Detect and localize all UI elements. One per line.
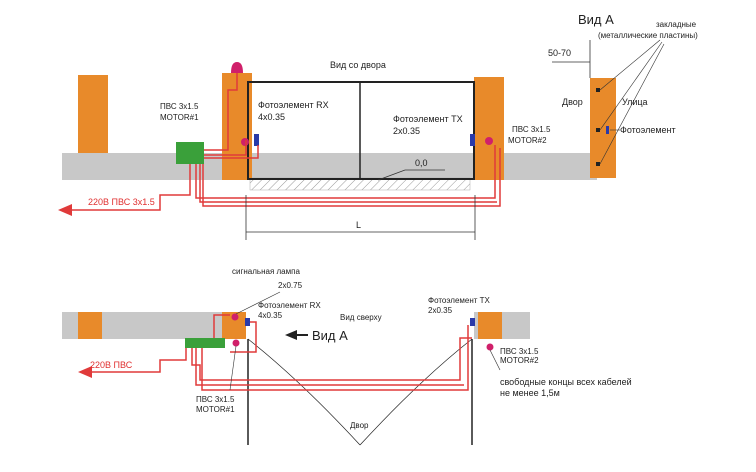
top-tx-cable: 2x0.35 bbox=[428, 306, 453, 315]
top-lamp-dot-icon bbox=[231, 313, 239, 321]
top-rx-cable: 4x0.35 bbox=[258, 311, 283, 320]
rx-title: Фотоэлемент RX bbox=[258, 100, 329, 110]
top-yard: Двор bbox=[350, 421, 369, 430]
top-power-label: 220В ПВС bbox=[90, 360, 133, 370]
top-view: 220В ПВС Вид А сигнальная лампа 2x0.75 Ф… bbox=[62, 267, 632, 446]
top-tx-title: Фотоэлемент TX bbox=[428, 296, 491, 305]
side-photocell: Фотоэлемент bbox=[620, 125, 676, 135]
top-motor2-dot-icon bbox=[486, 343, 494, 351]
view-a-arrow-icon bbox=[285, 330, 297, 340]
lamp-cable: 2x0.75 bbox=[278, 281, 303, 290]
top-cables bbox=[90, 314, 472, 391]
power-label: 220В ПВС 3x1.5 bbox=[88, 197, 155, 207]
tx-title: Фотоэлемент TX bbox=[393, 114, 463, 124]
motor1-dot-icon bbox=[241, 138, 249, 146]
plate-1-icon bbox=[596, 88, 600, 92]
ground-strip bbox=[62, 153, 597, 180]
plate-3-icon bbox=[596, 162, 600, 166]
free-ends: свободные концы всех кабелей bbox=[500, 377, 632, 387]
photocell-tx-icon bbox=[470, 134, 475, 146]
left-outer-pillar bbox=[78, 75, 108, 153]
lamp-title: сигнальная лампа bbox=[232, 267, 300, 276]
side-view: Вид А закладные (металлические пластины)… bbox=[548, 12, 698, 178]
plates-sub: (металлические пластины) bbox=[598, 31, 698, 40]
side-yard: Двор bbox=[562, 97, 583, 107]
top-rx-title: Фотоэлемент RX bbox=[258, 301, 321, 310]
rx-cable: 4x0.35 bbox=[258, 112, 285, 122]
motor2-name: MOTOR#2 bbox=[508, 136, 547, 145]
side-street: Улица bbox=[622, 97, 648, 107]
motor1-cable: ПВС 3x1.5 bbox=[160, 102, 199, 111]
top-motor1-name: MOTOR#1 bbox=[196, 405, 235, 414]
motor1-box bbox=[176, 142, 204, 164]
signal-lamp-icon bbox=[231, 62, 243, 73]
plate-2-icon bbox=[596, 128, 600, 132]
motor2-dot-icon bbox=[485, 137, 493, 145]
side-pillar bbox=[590, 78, 616, 178]
front-title: Вид со двора bbox=[330, 60, 386, 70]
top-motor2-name: MOTOR#2 bbox=[500, 356, 539, 365]
top-photocell-rx-icon bbox=[245, 318, 250, 326]
power-arrow-icon bbox=[58, 204, 72, 216]
right-gate-pillar bbox=[474, 77, 504, 180]
photocell-rx-icon bbox=[254, 134, 259, 146]
dimension-l bbox=[245, 195, 476, 240]
side-photocell-icon bbox=[606, 126, 609, 134]
top-view-label: Вид сверху bbox=[340, 313, 382, 322]
dimension-label: 50-70 bbox=[548, 48, 571, 58]
top-motor1-cable: ПВС 3x1.5 bbox=[196, 395, 235, 404]
gate-frame bbox=[247, 81, 475, 180]
top-power-arrow-icon bbox=[78, 366, 92, 378]
front-view: Вид со двора 220В ПВ bbox=[58, 60, 597, 240]
free-ends-2: не менее 1,5м bbox=[500, 388, 560, 398]
top-left-outer-pillar bbox=[78, 312, 102, 339]
top-motor1-dot-icon bbox=[232, 339, 240, 347]
front-cables bbox=[70, 73, 501, 211]
zero-mark: 0,0 bbox=[415, 158, 428, 168]
plates-label: закладные bbox=[656, 20, 697, 29]
top-motor2-cable: ПВС 3x1.5 bbox=[500, 347, 539, 356]
tx-cable: 2x0.35 bbox=[393, 126, 420, 136]
side-title: Вид А bbox=[578, 12, 614, 27]
top-photocell-tx-icon bbox=[470, 318, 475, 326]
top-motor1-box bbox=[185, 338, 225, 348]
motor2-cable: ПВС 3x1.5 bbox=[512, 125, 551, 134]
motor1-name: MOTOR#1 bbox=[160, 113, 199, 122]
top-right-gate-pillar bbox=[478, 312, 502, 339]
width-label: L bbox=[356, 220, 361, 230]
top-view-a: Вид А bbox=[312, 328, 348, 343]
